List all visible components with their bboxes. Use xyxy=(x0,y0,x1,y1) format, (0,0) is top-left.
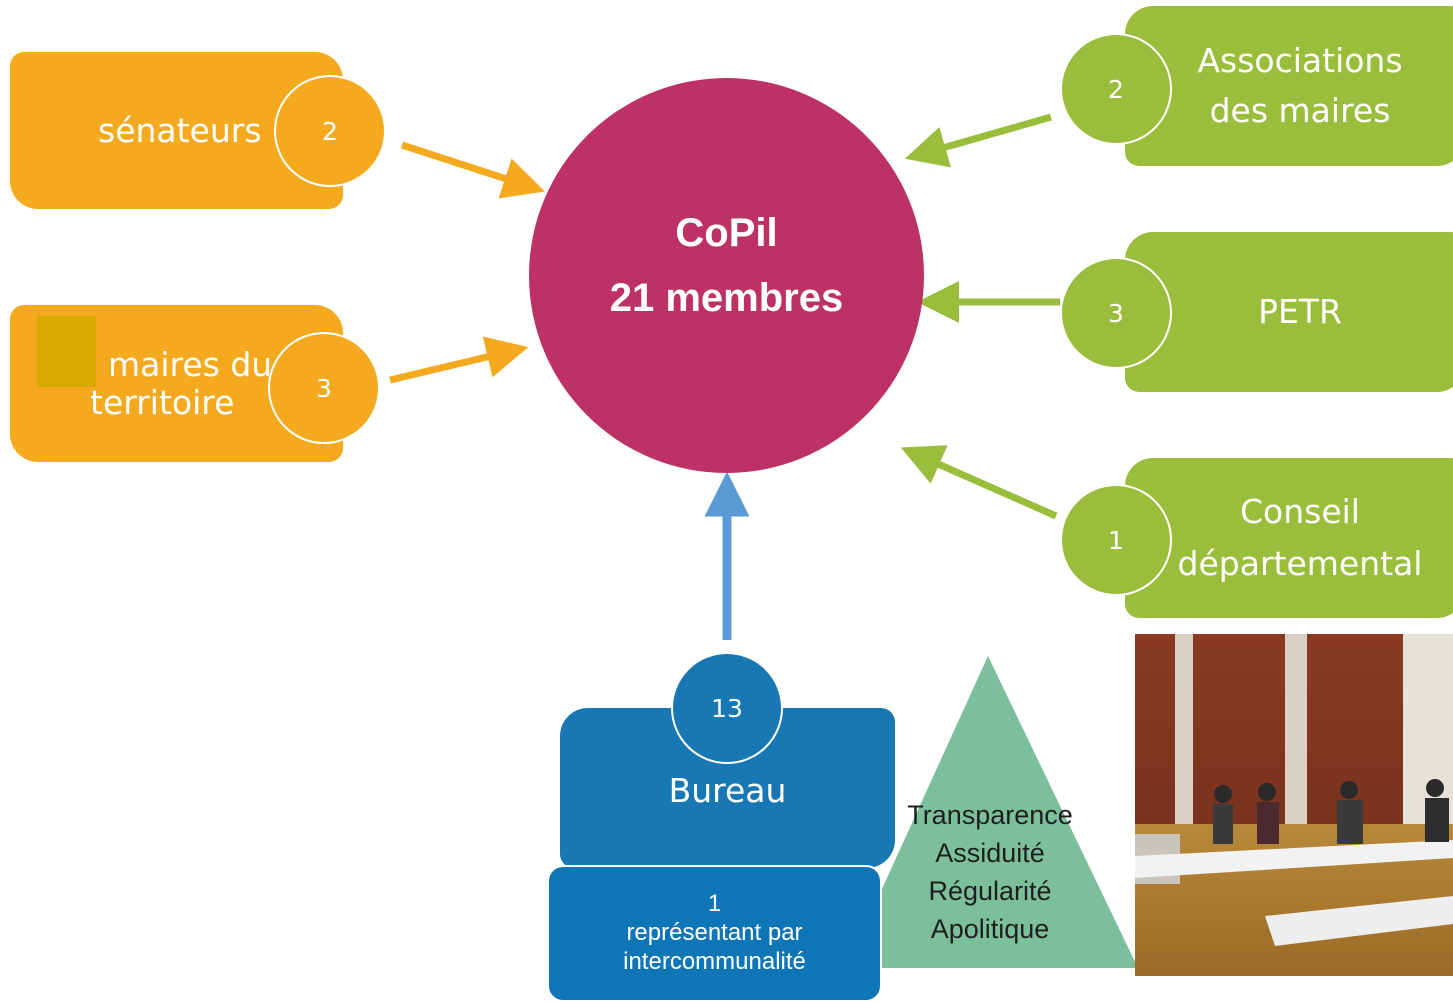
copil-title: CoPil xyxy=(675,210,778,255)
copil-circle: CoPil 21 membres xyxy=(529,78,924,473)
value-assiduite: Assiduité xyxy=(935,838,1045,868)
bureau-label: Bureau xyxy=(668,771,787,811)
conseil-label-line2: départemental xyxy=(1177,544,1423,583)
conseil-box: Conseil départemental xyxy=(1125,458,1453,618)
value-apolitique: Apolitique xyxy=(930,914,1050,944)
representant-count: 1 xyxy=(707,890,722,918)
associations-count-badge: 2 xyxy=(1060,33,1172,145)
associations-label-line2: des maires xyxy=(1209,91,1391,130)
bureau-count: 13 xyxy=(711,693,743,723)
meeting-room-photo xyxy=(1135,634,1453,976)
value-regularite: Régularité xyxy=(928,876,1052,906)
bureau-count-badge: 13 xyxy=(671,652,783,764)
petr-label: PETR xyxy=(1258,292,1342,332)
associations-label-line1: Associations xyxy=(1197,41,1403,81)
maires-territoire-label-line2: territoire xyxy=(90,382,235,422)
copil-subtitle: 21 membres xyxy=(609,275,844,320)
representant-line2: intercommunalité xyxy=(623,947,806,975)
arrow-maires xyxy=(389,336,529,384)
conseil-count: 1 xyxy=(1108,525,1124,555)
maires-territoire-count-badge: 3 xyxy=(268,332,380,444)
associations-box: Associations des maires xyxy=(1125,6,1453,166)
senateurs-count: 2 xyxy=(322,116,338,146)
associations-count: 2 xyxy=(1108,74,1124,104)
senateurs-label: sénateurs xyxy=(98,110,262,150)
value-transparence: Transparence xyxy=(907,800,1073,830)
arrow-associations xyxy=(904,113,1052,168)
petr-box: PETR xyxy=(1125,232,1453,392)
senateurs-count-badge: 2 xyxy=(274,75,386,187)
petr-count-badge: 3 xyxy=(1060,257,1172,369)
petr-count: 3 xyxy=(1108,298,1124,328)
arrow-senateurs xyxy=(400,141,545,199)
conseil-label-line1: Conseil xyxy=(1240,492,1360,532)
conseil-count-badge: 1 xyxy=(1060,484,1172,596)
maires-territoire-count: 3 xyxy=(316,373,332,403)
maires-territoire-label-line1: maires du xyxy=(108,344,273,384)
representant-box: 1 représentant par intercommunalité xyxy=(547,865,882,1002)
representant-line1: représentant par xyxy=(626,919,803,947)
arrow-conseil xyxy=(900,445,1058,520)
values-list: Transparence Assiduité Régularité Apolit… xyxy=(880,796,1100,948)
values-triangle xyxy=(846,656,1138,968)
highlight-square xyxy=(37,316,96,387)
